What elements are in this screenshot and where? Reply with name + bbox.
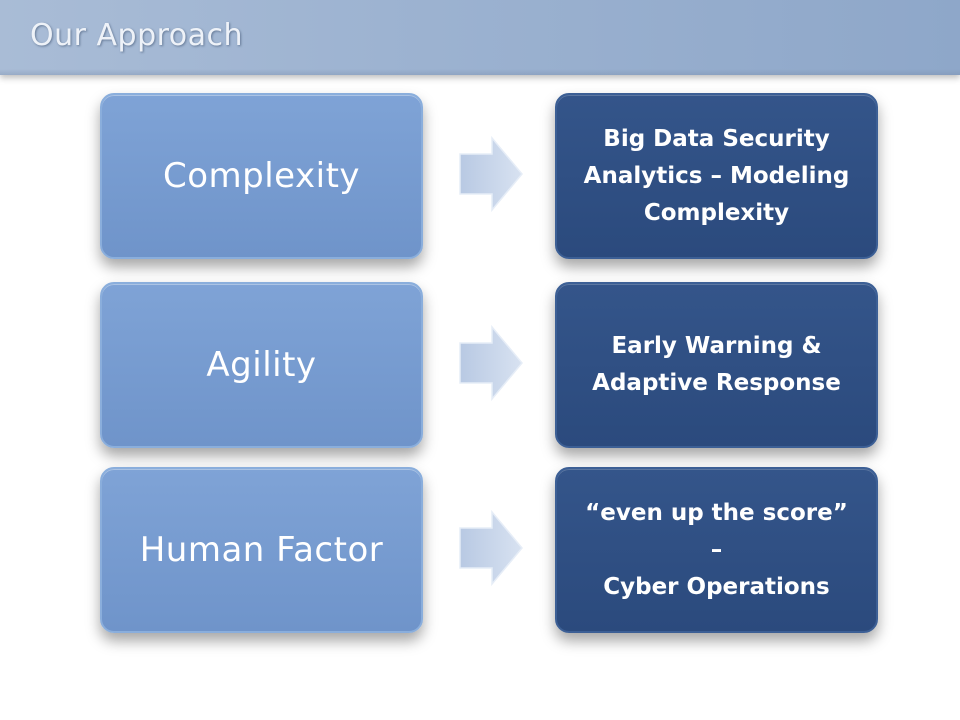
right-box-line: Early Warning & xyxy=(611,333,822,359)
right-box-text: “even up the score” – Cyber Operations xyxy=(577,495,856,606)
left-box-complexity: Complexity xyxy=(100,93,423,259)
left-box-label: Complexity xyxy=(162,156,361,196)
right-box-line: Complexity xyxy=(643,199,790,226)
right-box-text: Big Data Security Analytics – Modeling C… xyxy=(584,121,850,232)
right-arrow-icon xyxy=(459,325,523,401)
right-box-line: “even up the score” – xyxy=(585,499,848,563)
slide-title: Our Approach xyxy=(30,18,244,53)
right-arrow-icon xyxy=(459,510,523,586)
right-box-line: Adaptive Response xyxy=(592,370,841,396)
right-box-text: Early Warning & Adaptive Response xyxy=(592,328,841,402)
left-box-label: Human Factor xyxy=(139,530,384,570)
right-arrow-icon xyxy=(459,136,523,212)
left-box-human-factor: Human Factor xyxy=(100,467,423,633)
right-box-line: Big Data Security xyxy=(603,125,830,152)
title-bar: Our Approach xyxy=(0,0,960,75)
right-box-early-warning: Early Warning & Adaptive Response xyxy=(555,282,878,448)
right-box-line: Cyber Operations xyxy=(603,573,830,600)
left-box-agility: Agility xyxy=(100,282,423,448)
left-box-label: Agility xyxy=(206,345,317,385)
right-box-line: Analytics – Modeling xyxy=(583,162,850,189)
right-box-big-data: Big Data Security Analytics – Modeling C… xyxy=(555,93,878,259)
right-box-cyber-operations: “even up the score” – Cyber Operations xyxy=(555,467,878,633)
